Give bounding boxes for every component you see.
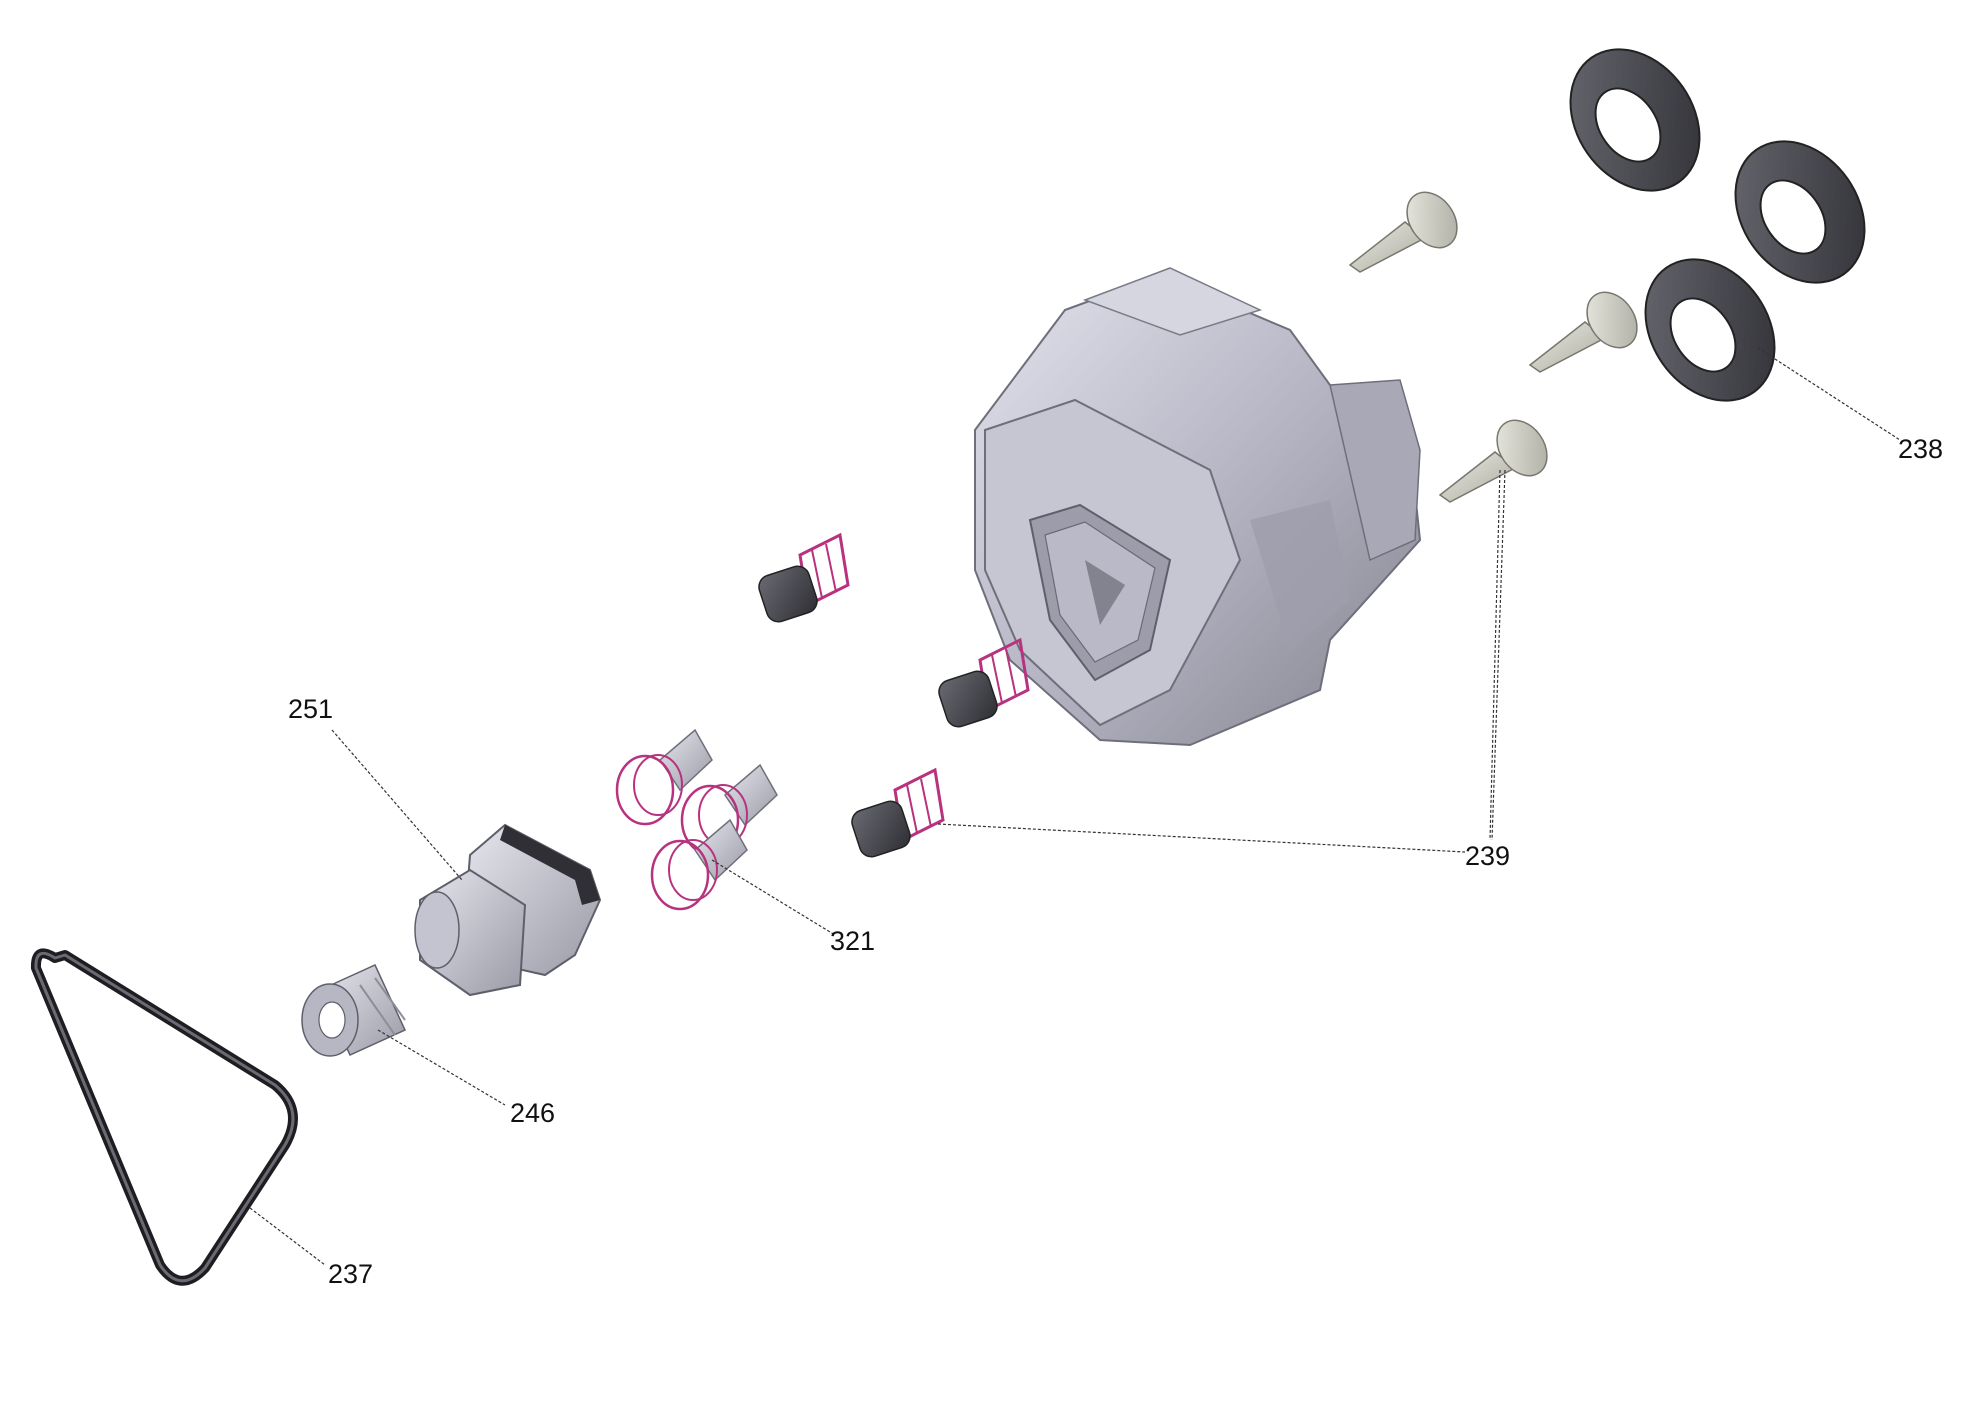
leader-251 [331,729,463,881]
callout-237: 237 [328,1259,373,1289]
callout-labels: 238 239 251 321 246 237 [288,434,1943,1289]
spring-valve-321-c [650,818,748,911]
filter-sleeve-246 [301,964,406,1057]
callout-238: 238 [1898,434,1943,464]
seal-ring-238-middle [1734,140,1866,284]
leader-238 [1757,347,1901,441]
leader-239-b [1491,469,1506,841]
plug-fitting-251 [414,823,602,997]
pump-head-housing [974,267,1422,747]
o-ring-237 [30,948,298,1286]
leader-321 [711,859,836,936]
leader-lines [249,347,1901,1266]
spring-valve-321-a [615,728,713,826]
valve-cap-spring-239-a [758,532,850,623]
leader-239-a [1489,469,1501,841]
callout-321: 321 [830,926,875,956]
callout-239: 239 [1465,841,1510,871]
valve-cap-spring-239-c [851,767,945,858]
leader-237 [249,1207,326,1266]
seal-ring-238-top [1569,48,1701,192]
leader-239-c [937,823,1466,853]
valve-cap-spring-239-b [938,637,1030,728]
callout-251: 251 [288,694,333,724]
seal-ring-238-bottom [1644,258,1776,402]
leader-246 [377,1029,506,1106]
valve-stem-239-a [1348,191,1458,273]
valve-stem-239-b [1528,291,1638,373]
callout-246: 246 [510,1098,555,1128]
valve-stem-239-c [1438,419,1548,503]
